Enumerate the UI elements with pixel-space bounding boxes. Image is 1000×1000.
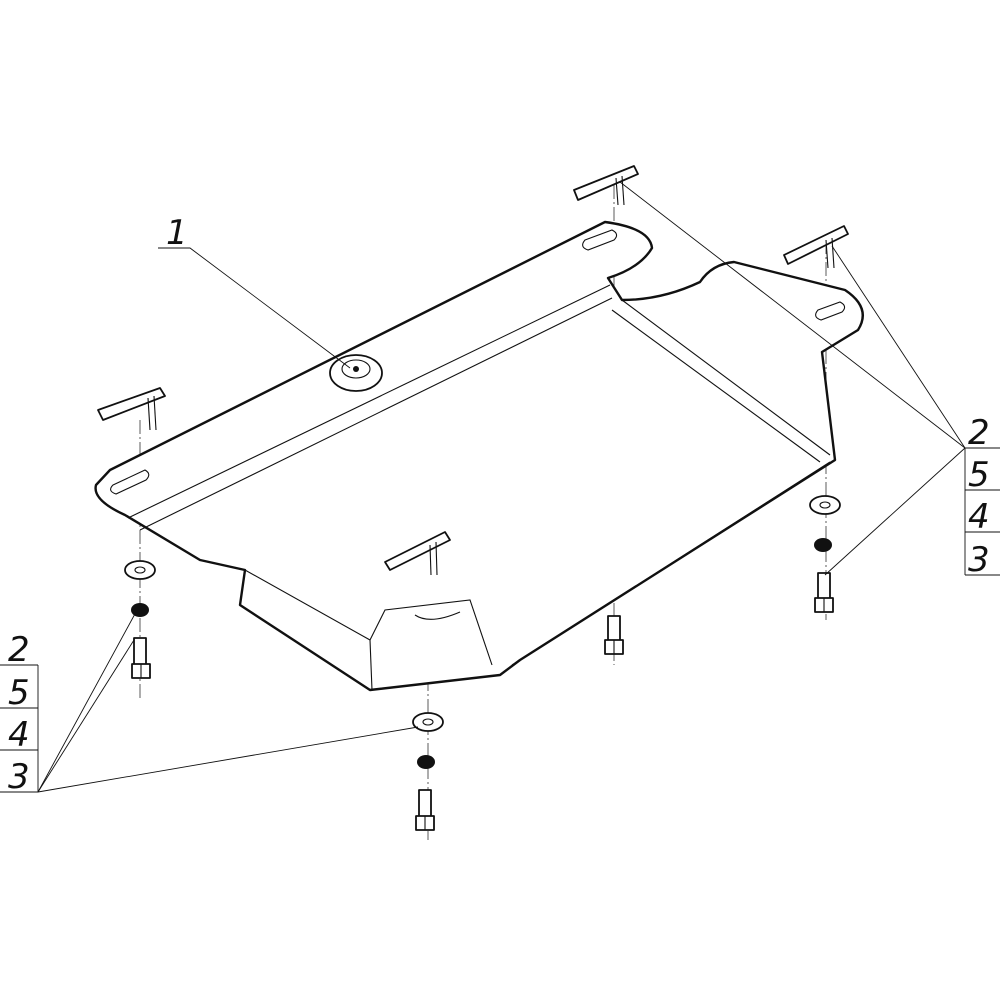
bolt-left xyxy=(131,637,151,679)
drain-plug-icon xyxy=(329,354,383,392)
leader-lines xyxy=(0,181,1000,793)
bracket-side-right xyxy=(783,225,849,269)
callout-right-5: 5 xyxy=(968,455,990,495)
callout-right-2: 2 xyxy=(968,413,990,453)
bolt-center xyxy=(415,789,435,831)
callout-main-part: 1 xyxy=(166,213,188,253)
slot-front-right xyxy=(582,229,618,251)
callout-left-5: 5 xyxy=(8,673,30,713)
slot-side xyxy=(815,301,846,321)
plate-outline xyxy=(94,220,864,692)
callout-left-4: 4 xyxy=(8,715,30,755)
bracket-front-left xyxy=(97,387,166,431)
callout-left-3: 3 xyxy=(8,757,30,797)
callout-right-4: 4 xyxy=(968,497,990,537)
slot-front-left xyxy=(110,469,150,495)
callout-table-right xyxy=(964,447,1000,576)
washers xyxy=(124,495,841,732)
callout-left-2: 2 xyxy=(8,630,30,670)
bolt-right xyxy=(814,572,834,613)
bracket-rear-center xyxy=(384,531,451,576)
callout-right-3: 3 xyxy=(968,540,990,580)
callout-table-left xyxy=(0,664,39,793)
bracket-rear-right xyxy=(573,165,639,206)
bolt-rear xyxy=(604,615,624,655)
skid-plate xyxy=(94,220,864,692)
